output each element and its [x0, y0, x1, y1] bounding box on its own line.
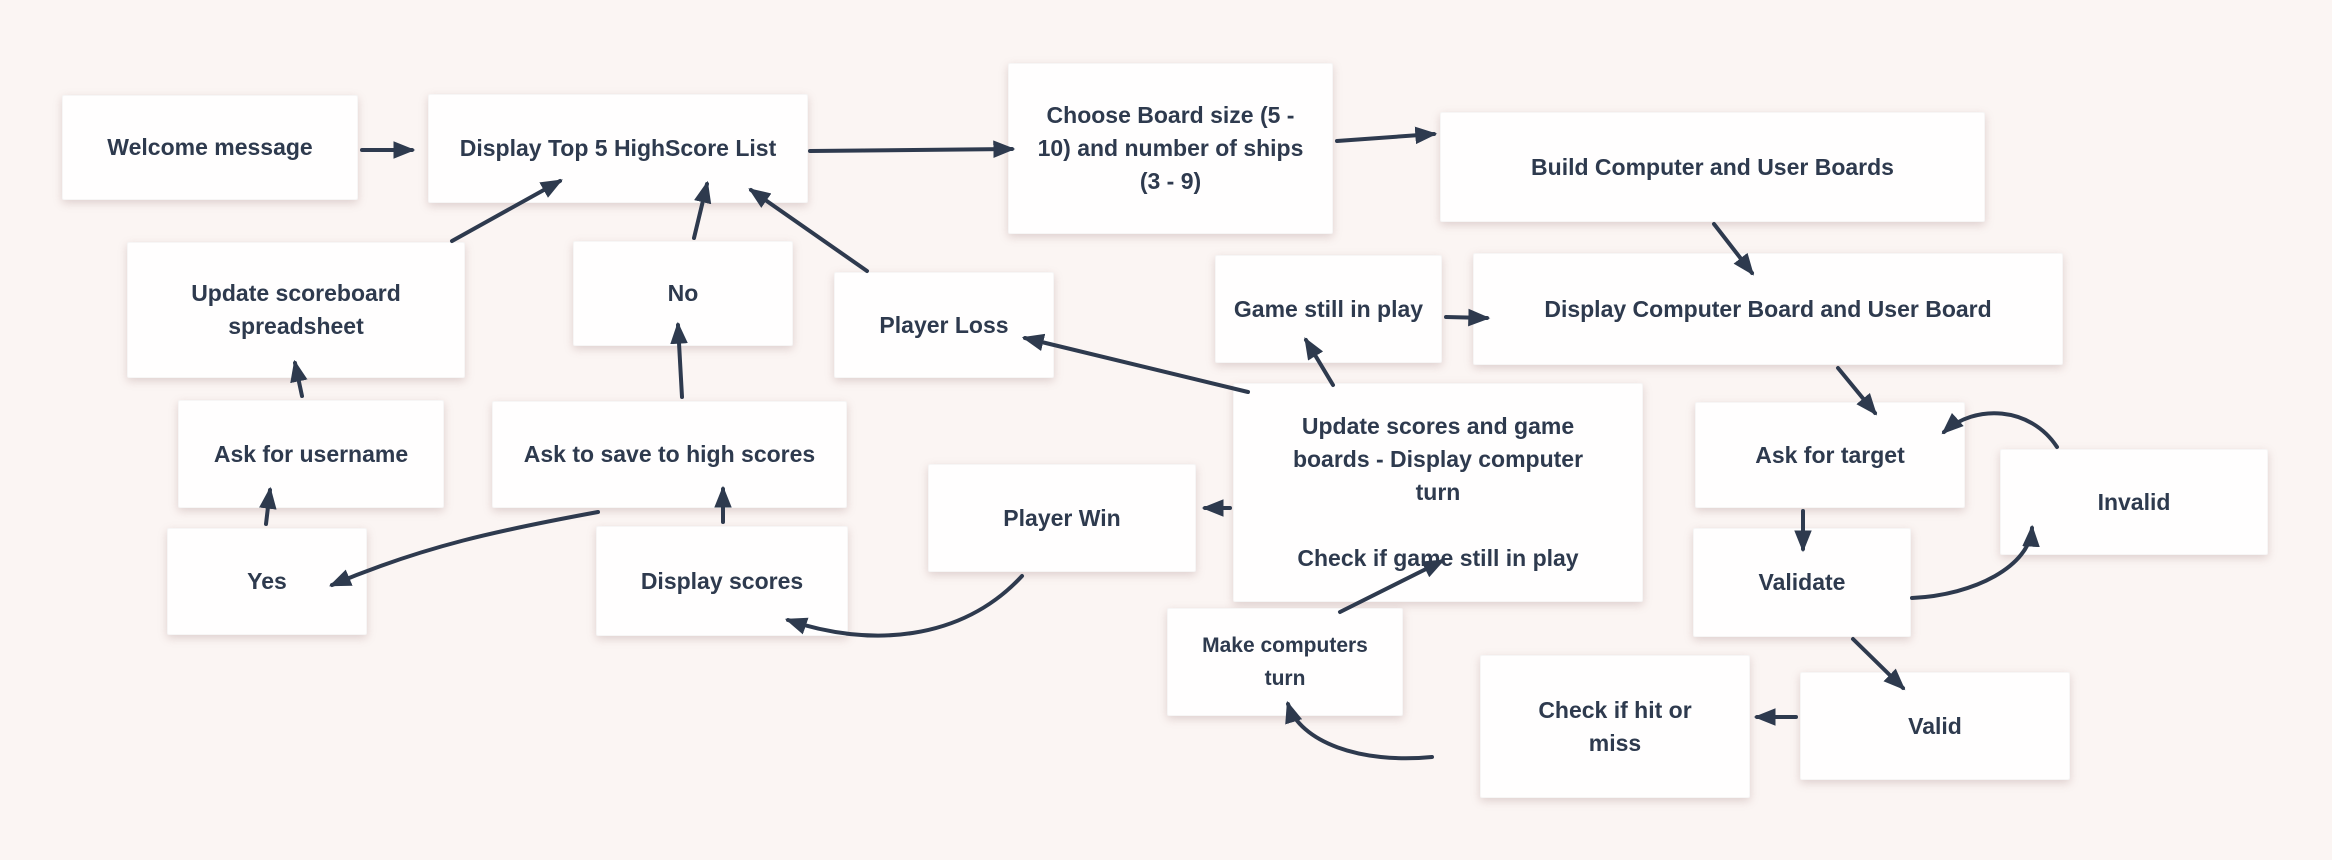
node-choose-board-label-line: 10) and number of ships: [1037, 135, 1304, 161]
node-update-scoreboard-label-line: spreadsheet: [228, 313, 364, 339]
node-update-scoreboard-label-line: Update scoreboard: [191, 280, 401, 306]
node-ask-target[interactable]: Ask for target: [1695, 402, 1965, 508]
node-display-scores-label: Display scores: [640, 567, 804, 594]
node-make-turn-label: Make computers turn: [1202, 634, 1368, 690]
edge-top5-to-choose-board: [808, 140, 1016, 158]
node-choose-board-label-line: Choose Board size (5 -: [1046, 102, 1295, 128]
node-update-scoreboard[interactable]: Update scoreboard spreadsheet: [127, 242, 465, 378]
node-check-hit-label-line: miss: [1588, 729, 1642, 756]
node-validate-label: Validate: [1758, 569, 1846, 595]
node-player-win-label: Player Win: [1003, 504, 1121, 531]
node-player-loss[interactable]: Player Loss: [834, 272, 1054, 378]
node-ask-save[interactable]: Ask to save to high scores: [492, 401, 847, 508]
node-ask-save-label: Ask to save to high scores: [523, 441, 816, 467]
node-yes-label: Yes: [247, 568, 287, 594]
node-display-scores[interactable]: Display scores: [596, 526, 848, 636]
node-build-boards-label: Build Computer and User Boards: [1531, 153, 1894, 180]
node-invalid[interactable]: Invalid: [2000, 449, 2268, 555]
node-update-scores[interactable]: Update scores and game boards - Display c…: [1233, 383, 1643, 602]
node-ask-username[interactable]: Ask for username: [178, 400, 444, 508]
edge-ask-save-to-yes: [328, 510, 600, 587]
node-choose-board[interactable]: Choose Board size (5 - 10) and number of …: [1008, 63, 1333, 234]
node-ask-target-label: Ask for target: [1755, 441, 1905, 468]
node-top5-label: Display Top 5 HighScore List: [459, 135, 777, 161]
node-check-hit[interactable]: Check if hit or miss: [1480, 655, 1750, 798]
node-check-hit-label-line: Check if hit or: [1538, 696, 1692, 723]
edge-choose-board-to-build-boards: [1335, 126, 1438, 145]
node-update-scores-label-line: turn: [1415, 479, 1461, 505]
node-welcome[interactable]: Welcome message: [62, 95, 358, 200]
node-display-boards[interactable]: Display Computer Board and User Board: [1473, 253, 2063, 365]
node-build-boards[interactable]: Build Computer and User Boards: [1440, 112, 1985, 222]
node-update-scores-label-line: [1435, 509, 1441, 542]
node-update-scores-label-line: Update scores and game: [1301, 413, 1575, 439]
node-no-label: No: [667, 280, 699, 306]
node-player-win[interactable]: Player Win: [928, 464, 1196, 572]
node-validate[interactable]: Validate: [1693, 528, 1911, 637]
node-no[interactable]: No: [573, 241, 793, 346]
node-game-still-label: Game still in play: [1233, 295, 1424, 322]
node-welcome-label: Welcome message: [107, 134, 313, 160]
node-display-boards-label: Display Computer Board and User Board: [1544, 295, 1992, 322]
node-yes[interactable]: Yes: [167, 528, 367, 635]
node-update-scores-label-line: Check if game still in play: [1297, 545, 1579, 571]
node-make-turn[interactable]: Make computers turn: [1167, 608, 1403, 716]
node-valid-label: Valid: [1908, 712, 1962, 739]
node-player-loss-label: Player Loss: [879, 311, 1009, 338]
node-choose-board-label-line: (3 - 9): [1139, 168, 1202, 194]
node-game-still[interactable]: Game still in play: [1215, 255, 1442, 363]
node-top5[interactable]: Display Top 5 HighScore List: [428, 94, 808, 203]
node-ask-username-label: Ask for username: [213, 440, 409, 467]
node-invalid-label: Invalid: [2097, 488, 2171, 515]
node-update-scores-label-line: boards - Display computer: [1292, 446, 1584, 472]
node-valid[interactable]: Valid: [1800, 672, 2070, 780]
